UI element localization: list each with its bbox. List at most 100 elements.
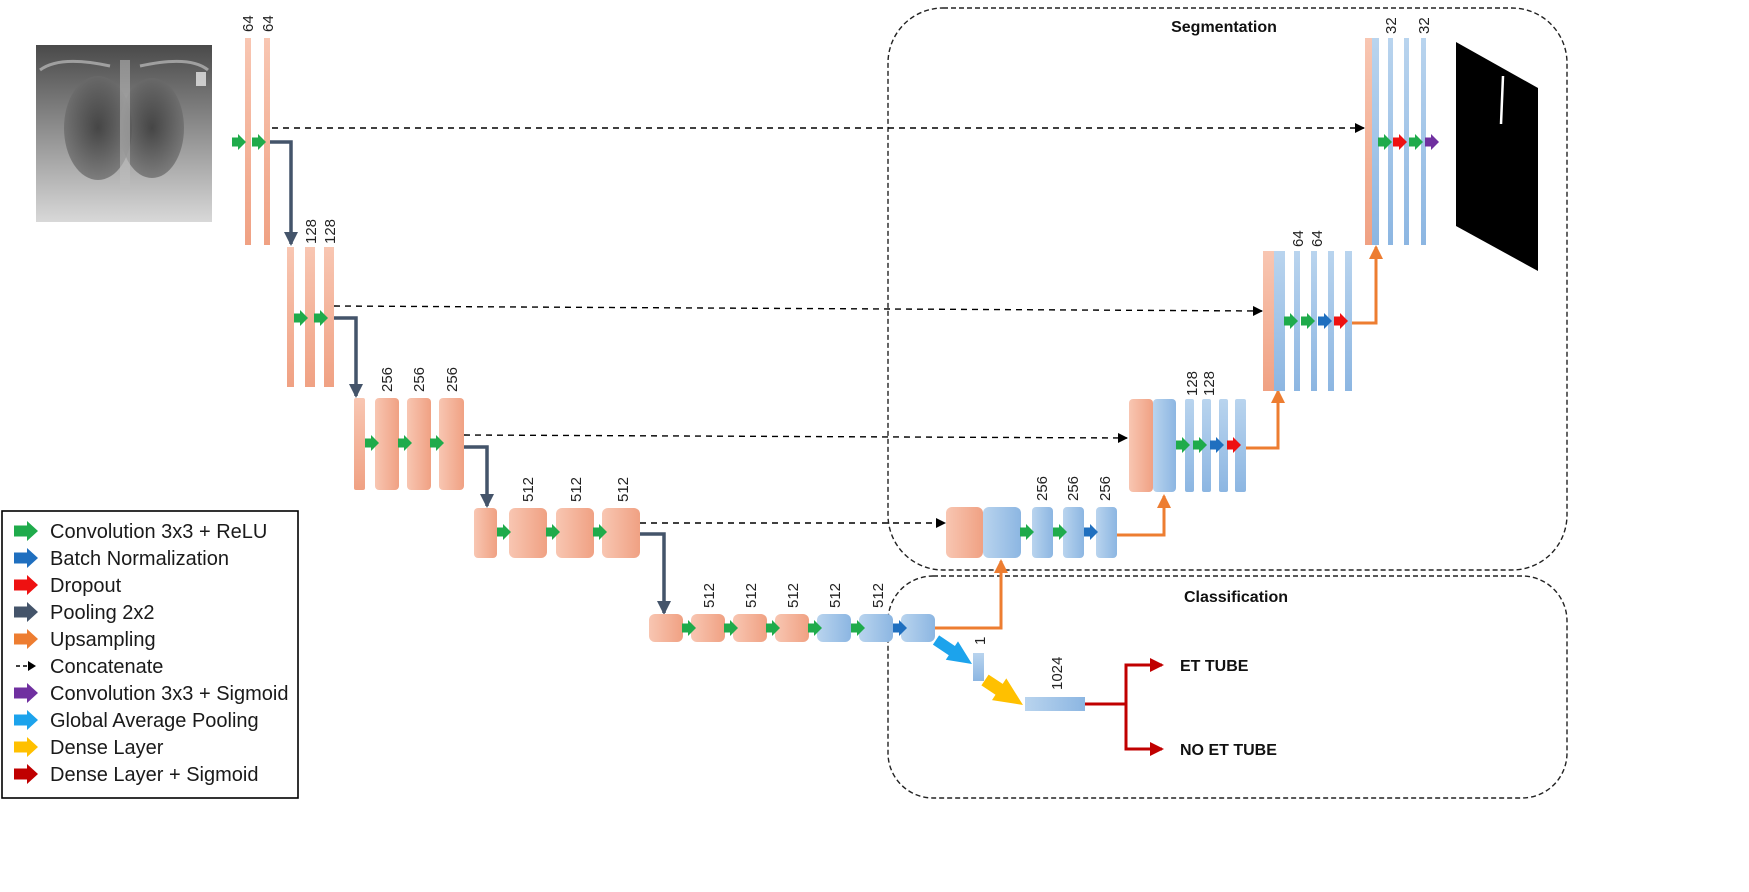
classification-title: Classification [1184,589,1288,606]
dec1-layer-2 [1372,38,1379,245]
dec2-layer-1 [1263,251,1274,391]
legend-arrow-icon [14,575,38,595]
dec3-layer-1 [1129,399,1153,492]
conv-relu-icon [593,524,607,540]
conv-relu-icon [1378,134,1392,150]
dec1-channel-label: 32 [1383,17,1400,34]
concatenate-arrowhead-icon [28,661,36,671]
conv-relu-icon [1193,437,1207,453]
conv-relu-icon [546,524,560,540]
enc3-channel-label: 256 [379,367,396,392]
conv-relu-icon [1053,524,1067,540]
legend-item: Dense Layer + Sigmoid [14,764,258,786]
enc1-channel-label: 64 [240,15,257,32]
gap-channel-label: 1 [972,637,989,645]
enc3-layer-3 [407,398,431,490]
legend-arrow-icon [14,548,38,568]
legend-arrow-icon [14,710,38,730]
legend-label: Dropout [50,575,122,597]
dec4-layer-2 [983,507,1021,558]
enc3-layer-1 [354,398,365,490]
enc2-channel-label: 128 [303,219,320,244]
bottleneck-layer-4 [775,614,809,642]
bottleneck-channel-label: 512 [785,583,802,608]
batch-norm-icon [893,620,907,636]
classification-region [887,575,1568,799]
bottleneck-layer-5 [817,614,851,642]
dec2-channel-label: 64 [1290,230,1307,247]
conv-relu-icon [252,134,266,150]
segmentation-title: Segmentation [1171,19,1277,36]
legend-item: Convolution 3x3 + ReLU [14,521,267,543]
dec3-layer-2 [1153,399,1176,492]
conv-relu-icon [724,620,738,636]
conv-relu-icon [1020,524,1034,540]
conv-relu-icon [294,310,308,326]
skip-connections [272,123,1365,528]
enc3-layer-2 [375,398,399,490]
legend-label: Batch Normalization [50,548,229,570]
enc3-channel-label: 256 [444,367,461,392]
legend-label: Dense Layer [50,737,164,759]
legend-arrow-icon [14,764,38,784]
conv-relu-icon [1301,313,1315,329]
enc4-channel-label: 512 [568,477,585,502]
dec4-channel-label: 256 [1034,476,1051,501]
legend-item: Batch Normalization [14,548,229,570]
legend-label: Convolution 3x3 + ReLU [50,521,267,543]
legend-arrow-icon [14,602,38,622]
dec2-layer-2 [1274,251,1285,391]
legend-arrow-icon [14,683,38,703]
bottleneck-channel-label: 512 [701,583,718,608]
enc4-layer-3 [556,508,594,558]
enc4-layer-2 [509,508,547,558]
legend-label: Upsampling [50,629,156,651]
dec4-layer-3 [1032,507,1053,558]
legend-label: Dense Layer + Sigmoid [50,764,258,786]
batch-norm-icon [1084,524,1098,540]
conv-relu-icon [851,620,865,636]
dense-layer-icon [981,674,1023,705]
batch-norm-icon [1318,313,1332,329]
upsampling-connections [935,245,1383,630]
conv-relu-icon [430,435,444,451]
conv-relu-icon [808,620,822,636]
output-label-et-tube: ET TUBE [1180,658,1249,675]
conv-relu-icon [766,620,780,636]
batch-norm-icon [1210,437,1224,453]
dec4-layer-1 [946,507,983,558]
global-average-pooling-icon [932,635,972,664]
pooling-connections [270,140,671,615]
legend-label: Global Average Pooling [50,710,259,732]
dec4-channel-label: 256 [1065,476,1082,501]
enc2-layer-1 [287,247,294,387]
input-xray-image [36,45,212,222]
enc2-channel-label: 128 [322,219,339,244]
enc1-layer-2 [264,38,270,245]
bottleneck-layer-6 [859,614,893,642]
conv-relu-icon [365,435,379,451]
dropout-icon [1393,134,1407,150]
legend-item: Concatenate [16,656,163,678]
conv-relu-icon [682,620,696,636]
output-label-no-et-tube: NO ET TUBE [1180,742,1277,759]
enc4-channel-label: 512 [520,477,537,502]
legend-arrow-icon [14,737,38,757]
enc3-channel-label: 256 [411,367,428,392]
enc3-layer-4 [439,398,464,490]
enc4-layer-4 [602,508,640,558]
dec2-channel-label: 64 [1309,230,1326,247]
enc2-layer-2 [305,247,315,387]
dec3-channel-label: 128 [1184,371,1201,396]
dec3-channel-label: 128 [1201,371,1218,396]
conv-relu-icon [232,134,246,150]
enc1-layer-1 [245,38,251,245]
output-segmentation-mask [1456,42,1538,271]
dec1-layer-5 [1421,38,1426,245]
bottleneck-layer-7 [901,614,935,642]
legend-label: Concatenate [50,656,163,678]
enc4-layer-1 [474,508,497,558]
dense-layer-1 [1025,697,1085,711]
bottleneck-channel-label: 512 [827,583,844,608]
legend-label: Convolution 3x3 + Sigmoid [50,683,288,705]
